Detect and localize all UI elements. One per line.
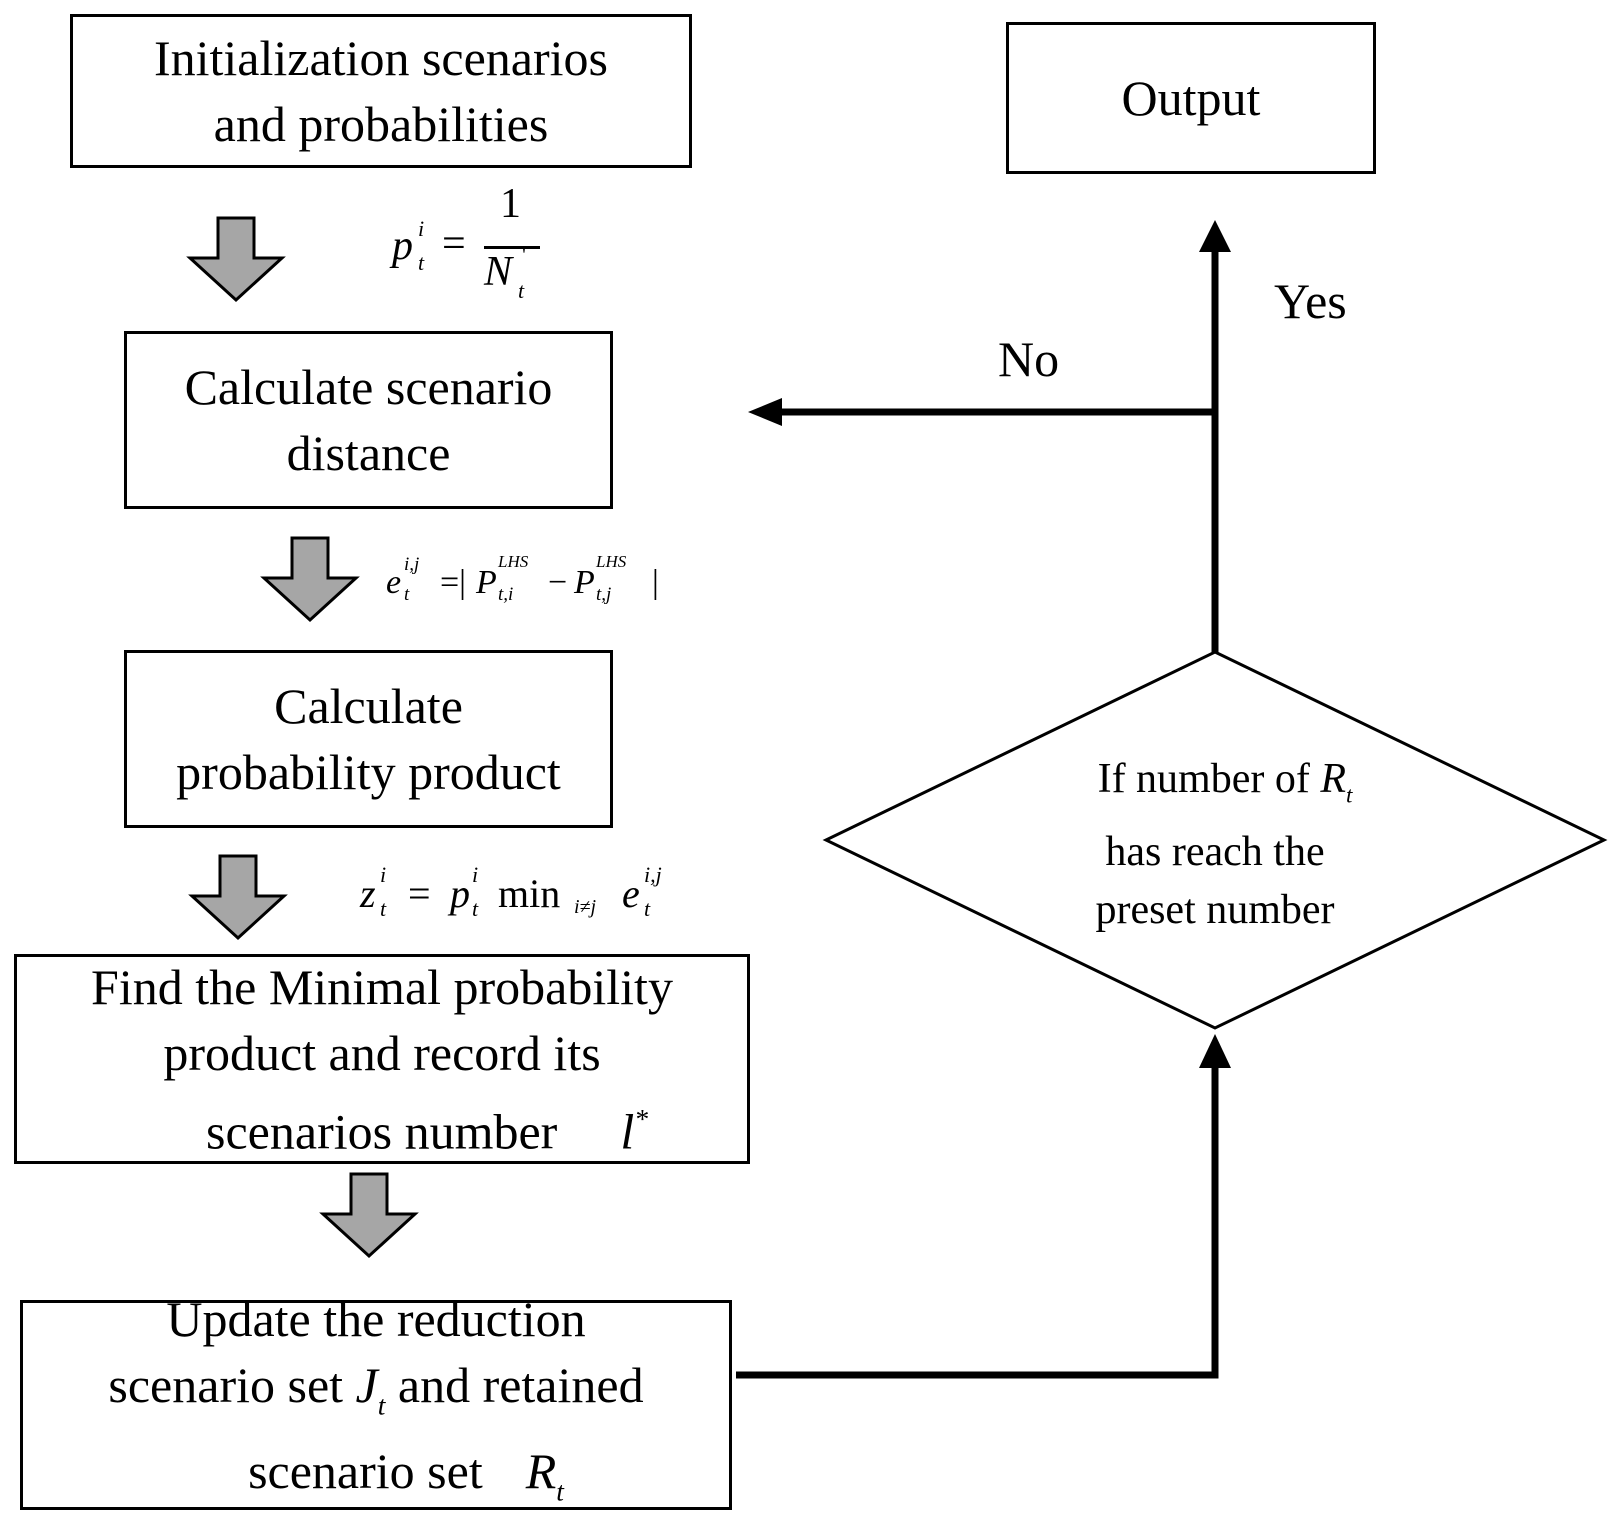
- f3-p: p: [450, 871, 470, 916]
- f1-den-sub: t: [518, 278, 525, 303]
- find-min-box: Find the Minimal probability product and…: [14, 954, 750, 1164]
- init-line-2: and probabilities: [213, 96, 549, 152]
- output-box: Output: [1006, 22, 1376, 174]
- f3-e-sub: t: [644, 896, 651, 921]
- find-min-var-star: *: [634, 1102, 648, 1134]
- update-var-r: R: [525, 1443, 557, 1499]
- f2-p1-sup: LHS: [498, 552, 529, 571]
- update-line-3-text: scenario set: [248, 1443, 483, 1499]
- yes-arrowhead: [1199, 220, 1231, 252]
- f2-p2-sup: LHS: [596, 552, 627, 571]
- f3-e: e: [622, 871, 640, 916]
- decision-label: If number of Rt has reach the preset num…: [1020, 750, 1410, 939]
- f3-sub: t: [380, 896, 387, 921]
- decision-line-1-text: If number of: [1097, 756, 1310, 802]
- f1-den-sup: ': [522, 242, 526, 267]
- formula-scenario-distance: e i,j t =| P LHS t,i − P LHS t,j |: [384, 550, 674, 610]
- no-arrowhead: [748, 398, 782, 426]
- f3-eq: =: [408, 871, 431, 916]
- f1-sub: t: [418, 250, 425, 275]
- down-arrow-4: [319, 1172, 419, 1259]
- find-min-line-3-text: scenarios number: [206, 1103, 558, 1160]
- f2-p1-sub: t,i: [498, 584, 514, 605]
- f1-num: 1: [500, 181, 521, 227]
- down-arrow-1: [186, 216, 286, 303]
- f3-sup: i: [380, 862, 387, 887]
- loop-arrowhead: [1199, 1034, 1231, 1068]
- f1-lhs: p: [392, 223, 413, 269]
- update-line-3: scenario set Rt: [188, 1438, 564, 1524]
- update-var-j: J: [355, 1356, 378, 1413]
- f1-sup: i: [418, 216, 425, 241]
- f3-min-sub: i≠j: [574, 896, 597, 918]
- update-line-2b: and retained: [397, 1356, 644, 1413]
- decision-diamond: [822, 650, 1608, 1030]
- f3-min: min: [498, 871, 561, 916]
- update-line-2: scenario set Jt and retained: [108, 1352, 643, 1438]
- find-min-line-3: scenarios number l*: [116, 1086, 648, 1165]
- f3-p-sub: t: [472, 896, 479, 921]
- decision-line-3: preset number: [1095, 887, 1335, 934]
- product-line-2: probability product: [176, 744, 561, 800]
- decision-line-2: has reach the: [1105, 829, 1325, 876]
- decision-var-r-sub: t: [1346, 781, 1353, 808]
- f2-p2-sub: t,j: [596, 584, 612, 605]
- find-min-var-l: l: [620, 1103, 635, 1160]
- product-line-1: Calculate: [274, 678, 463, 734]
- f2-eq: =|: [440, 564, 466, 601]
- init-line-1: Initialization scenarios: [153, 30, 608, 86]
- distance-line-1: Calculate scenario: [184, 359, 553, 415]
- distance-box: Calculate scenario distance: [124, 331, 613, 509]
- update-line-2a: scenario set: [108, 1356, 344, 1413]
- update-var-j-sub: t: [377, 1389, 386, 1420]
- f1-fraction-bar: [484, 246, 540, 249]
- no-label: No: [998, 331, 1060, 387]
- down-arrow-3: [188, 854, 288, 941]
- yes-label: Yes: [1274, 273, 1347, 329]
- down-arrow-2: [260, 536, 360, 623]
- f3-lhs: z: [360, 871, 376, 916]
- decision-line-1: If number of Rt: [1020, 750, 1410, 823]
- output-label: Output: [1121, 70, 1261, 126]
- loop-connector: [736, 1068, 1219, 1379]
- update-line-1: Update the reduction: [166, 1290, 586, 1347]
- f2-lhs: e: [386, 564, 402, 601]
- f1-den: N: [484, 249, 513, 295]
- f2-minus: −: [548, 564, 568, 601]
- decision-var-r: R: [1320, 756, 1346, 802]
- f3-p-sup: i: [472, 862, 479, 887]
- formula-probability-product: z i t = p i t min i≠j e i,j t: [360, 862, 690, 932]
- update-var-r-sub: t: [556, 1475, 564, 1507]
- f2-end: |: [652, 564, 659, 601]
- f2-sup: i,j: [404, 554, 420, 575]
- f2-p2: P: [574, 564, 595, 601]
- update-box: Update the reduction scenario set Jt and…: [20, 1291, 732, 1510]
- find-min-line-1: Find the Minimal probability: [91, 958, 673, 1015]
- f2-p1: P: [476, 564, 497, 601]
- f1-eq: =: [442, 221, 466, 267]
- f2-sub: t: [404, 584, 410, 605]
- init-box: Initialization scenarios and probabiliti…: [70, 14, 692, 168]
- product-box: Calculate probability product: [124, 650, 613, 828]
- distance-line-2: distance: [286, 425, 451, 481]
- f3-e-sup: i,j: [644, 862, 662, 887]
- find-min-line-2: product and record its: [163, 1024, 601, 1081]
